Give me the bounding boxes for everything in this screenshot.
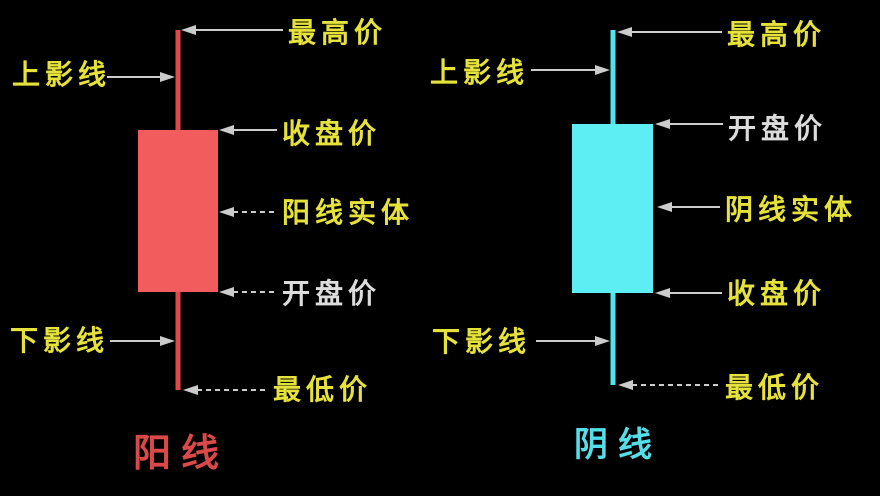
label-open-price-right: 开盘价 (728, 112, 827, 144)
arrow-head-highest-left (181, 25, 196, 35)
arrow-head-open-right (655, 119, 670, 129)
arrow-head-upper-shadow-right (595, 65, 610, 75)
arrow-head-close-left (219, 125, 234, 135)
bullish-candle-body (138, 130, 218, 292)
label-upper-shadow-right: 上影线 (430, 57, 529, 88)
label-highest-price-left: 最高价 (288, 17, 387, 48)
title-yang-line: 阳线 (133, 433, 229, 475)
arrow-head-body-left (219, 207, 234, 217)
arrow-head-lowest-right (618, 380, 633, 390)
arrow-head-highest-right (617, 27, 632, 37)
label-lowest-price-right: 最低价 (725, 372, 824, 403)
label-lowest-price-left: 最低价 (273, 374, 372, 405)
arrow-head-lowest-left (183, 385, 198, 395)
label-lower-shadow-right: 下影线 (432, 326, 531, 357)
label-highest-price-right: 最高价 (727, 19, 826, 50)
arrow-head-open-left (219, 287, 234, 297)
bearish-candle-body (572, 124, 653, 293)
arrow-head-close-right (655, 288, 670, 298)
bullish-candle-group: 最高价 上影线 收盘价 阳线实体 开盘价 下影线 最低价 (10, 17, 414, 475)
label-close-price-right: 收盘价 (727, 277, 826, 309)
label-close-price-left: 收盘价 (282, 117, 381, 149)
arrow-head-upper-shadow-left (160, 72, 175, 82)
arrow-head-lower-shadow-left (160, 336, 175, 346)
bearish-candle-group: 最高价 上影线 开盘价 阴线实体 收盘价 下影线 最低价 (430, 19, 857, 464)
label-open-price-left: 开盘价 (282, 277, 381, 309)
label-body-right: 阴线实体 (725, 193, 857, 225)
label-lower-shadow-left: 下影线 (10, 325, 109, 356)
label-upper-shadow-left: 上影线 (12, 59, 111, 90)
label-body-left: 阳线实体 (282, 196, 414, 228)
arrow-head-lower-shadow-right (595, 336, 610, 346)
arrow-head-body-right (657, 202, 672, 212)
title-yin-line: 阴线 (574, 426, 662, 464)
